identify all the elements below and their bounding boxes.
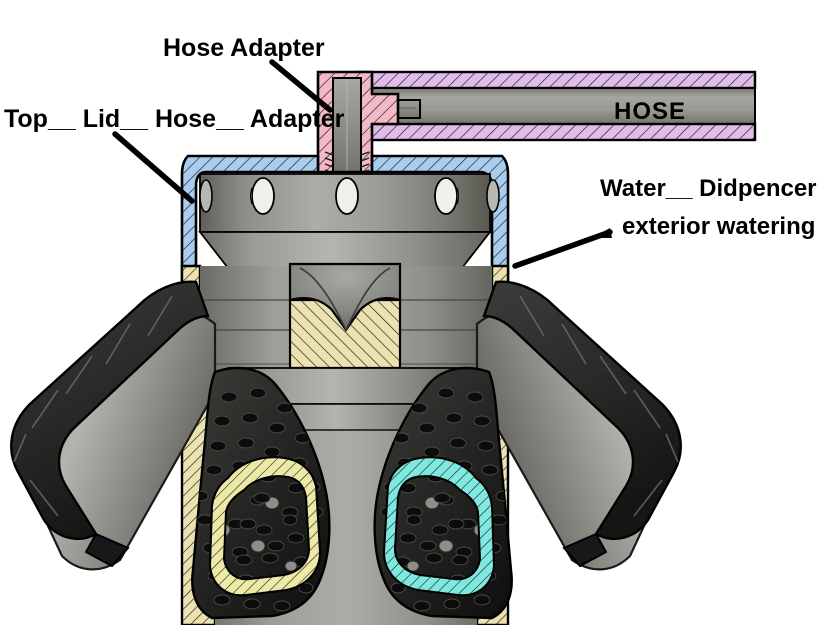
leader-hose-adapter	[269, 59, 333, 113]
label-top-lid-hose-adapter: Top__ Lid__ Hose__ Adapter	[4, 105, 345, 133]
collar-ribs-left	[13, 295, 173, 517]
sponge-right	[373, 366, 513, 620]
hose-assembly	[353, 70, 757, 142]
sponge-left	[191, 366, 331, 620]
leader-arrow-water-dispenser	[592, 228, 612, 238]
rubber-collar-right	[482, 280, 682, 541]
label-water-dispenser-line1: Water__ Didpencer	[600, 175, 817, 202]
arm-left	[10, 280, 217, 571]
lid-slots	[199, 177, 500, 215]
label-water-dispenser-line2: exterior watering	[622, 213, 816, 240]
label-hose: HOSE	[614, 98, 687, 125]
collar-ribs-right	[519, 295, 679, 517]
label-hose-adapter: Hose Adapter	[163, 34, 325, 62]
rubber-collar-left	[10, 280, 210, 541]
arm-right	[475, 280, 682, 571]
leader-top-lid	[112, 131, 195, 204]
